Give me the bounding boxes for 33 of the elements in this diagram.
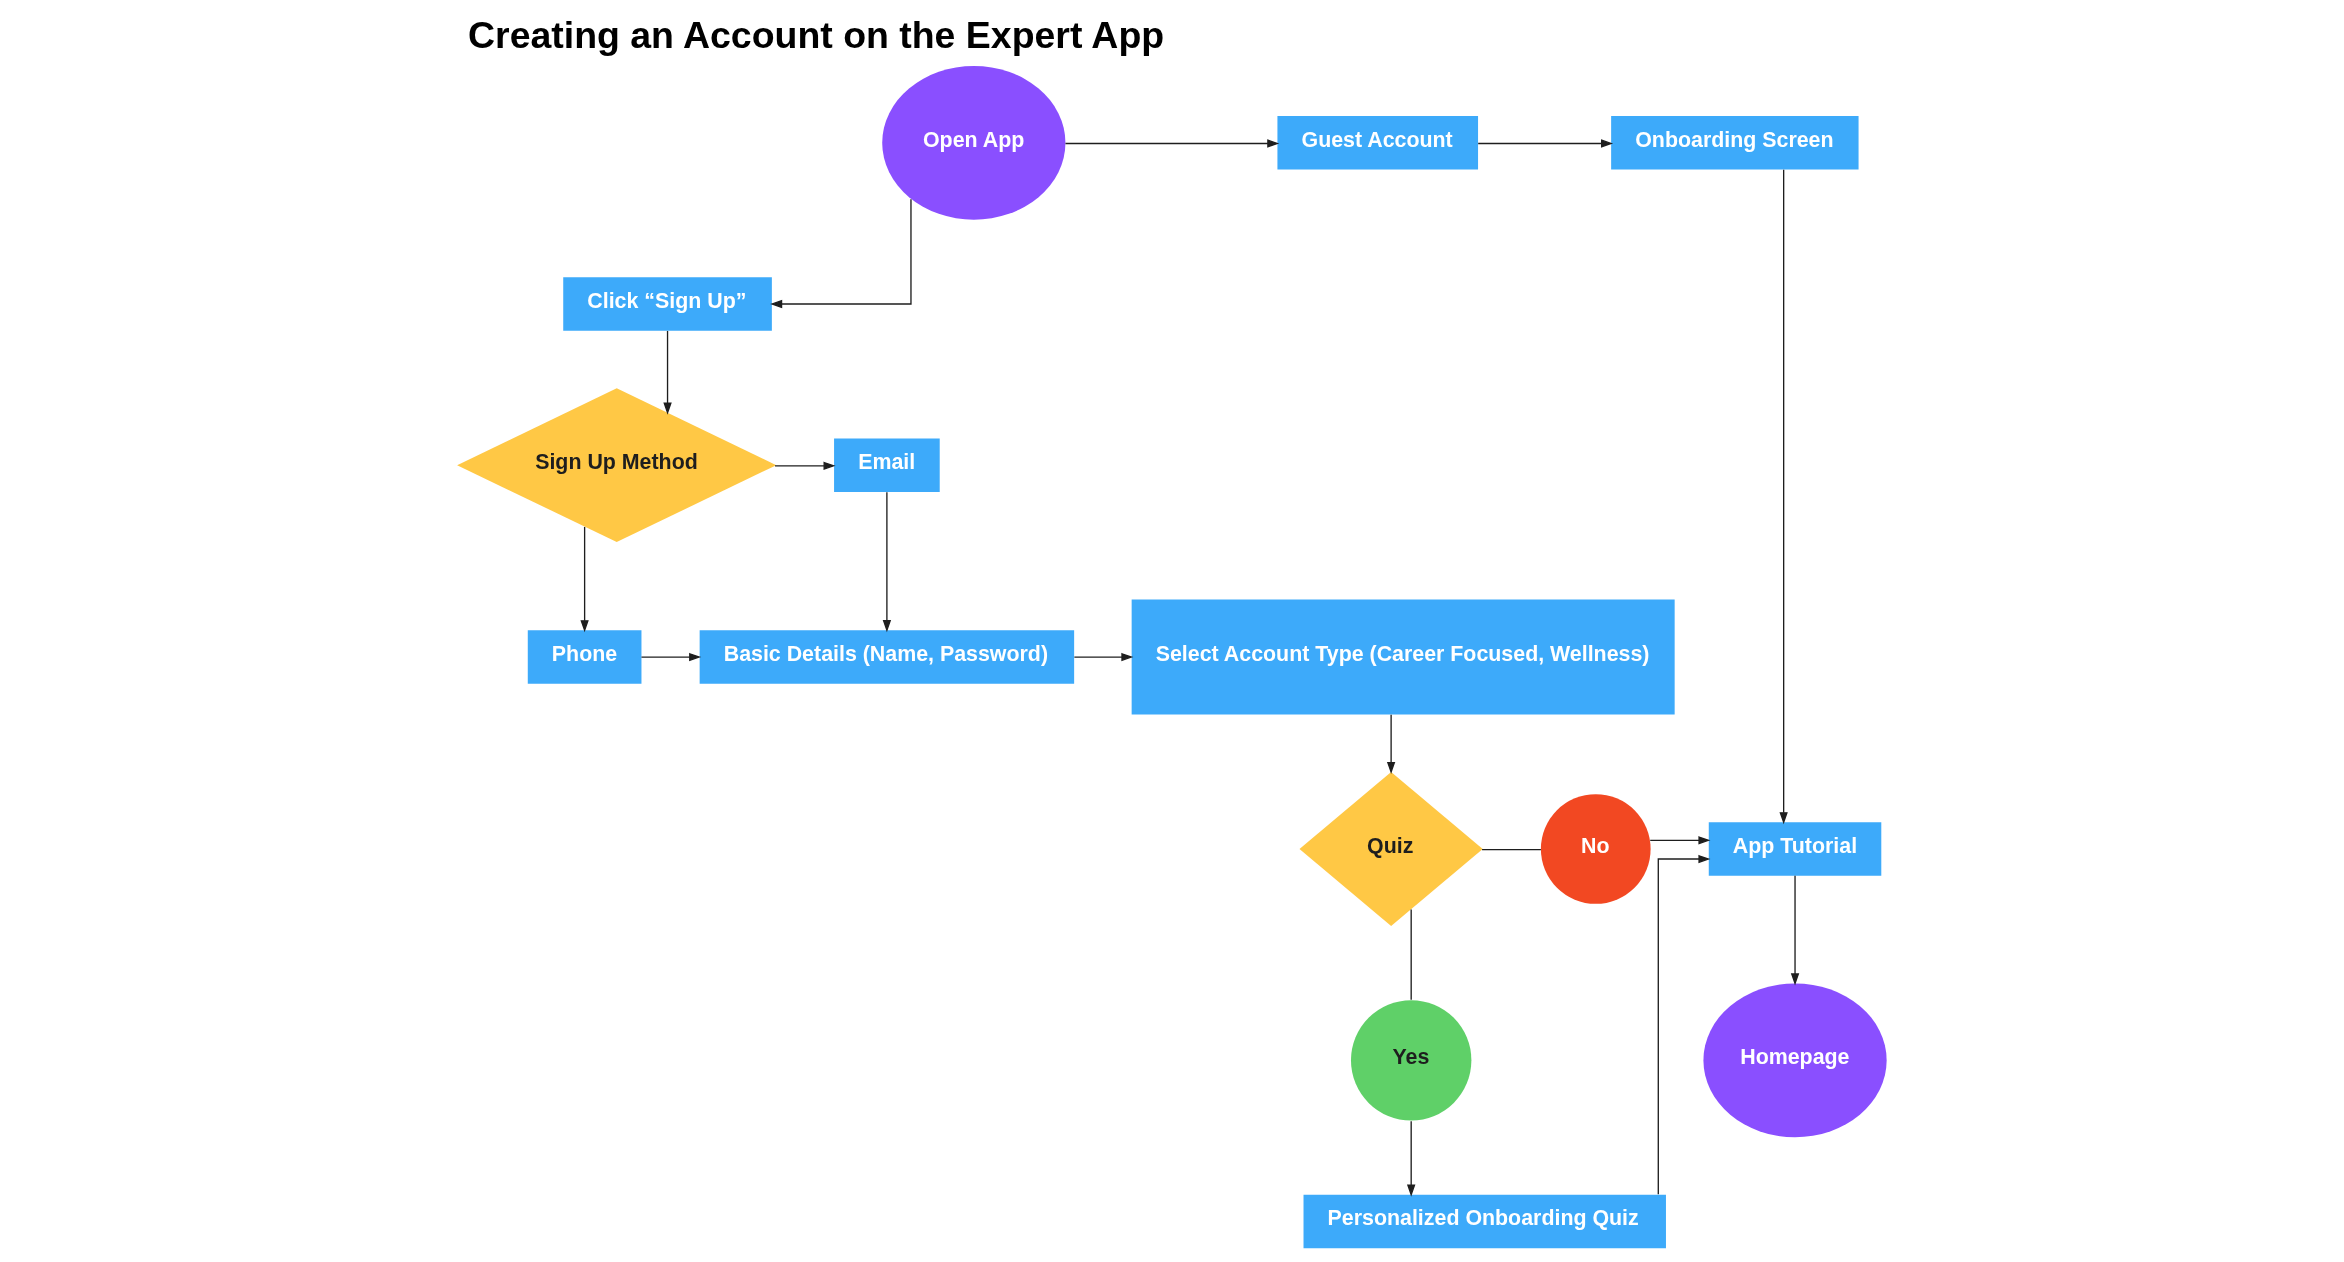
node-ellipse: Open App: [882, 65, 1066, 220]
node-box: Personalized Onboarding Quiz: [1303, 1194, 1666, 1249]
node-box: Basic Details (Name, Password): [699, 630, 1075, 684]
node-box: Onboarding Screen: [1611, 116, 1859, 170]
node-box: Phone: [527, 630, 642, 684]
arrow: [1657, 854, 1711, 1195]
arrow: [1649, 836, 1711, 845]
arrow: [770, 198, 912, 309]
node-ellipse: Homepage: [1703, 983, 1887, 1138]
node-circle: No: [1540, 794, 1651, 904]
arrow: [882, 491, 892, 633]
node-diamond: Sign Up Method: [457, 388, 777, 543]
arrow: [663, 330, 672, 415]
arrow: [774, 461, 836, 471]
arrow: [1406, 1120, 1416, 1197]
diagram-title: Creating an Account on the Expert App: [468, 13, 1165, 56]
arrow: [1779, 168, 1788, 825]
arrow: [1477, 139, 1614, 148]
connector: [1410, 908, 1412, 1001]
node-circle: Yes: [1351, 1000, 1472, 1121]
node-box: Guest Account: [1277, 116, 1479, 170]
node-box: App Tutorial: [1708, 822, 1882, 876]
arrow: [580, 526, 589, 633]
node-box: Select Account Type (Career Focused, Wellness): [1131, 599, 1675, 715]
arrow: [640, 652, 702, 662]
node-diamond: Quiz: [1299, 772, 1483, 926]
connector: [1481, 849, 1542, 851]
arrow: [1064, 139, 1280, 148]
arrow: [1790, 875, 1800, 986]
node-box: Email: [834, 438, 940, 492]
node-box: Click “Sign Up”: [563, 277, 772, 331]
arrow: [1073, 652, 1134, 662]
arrow: [1386, 714, 1396, 774]
